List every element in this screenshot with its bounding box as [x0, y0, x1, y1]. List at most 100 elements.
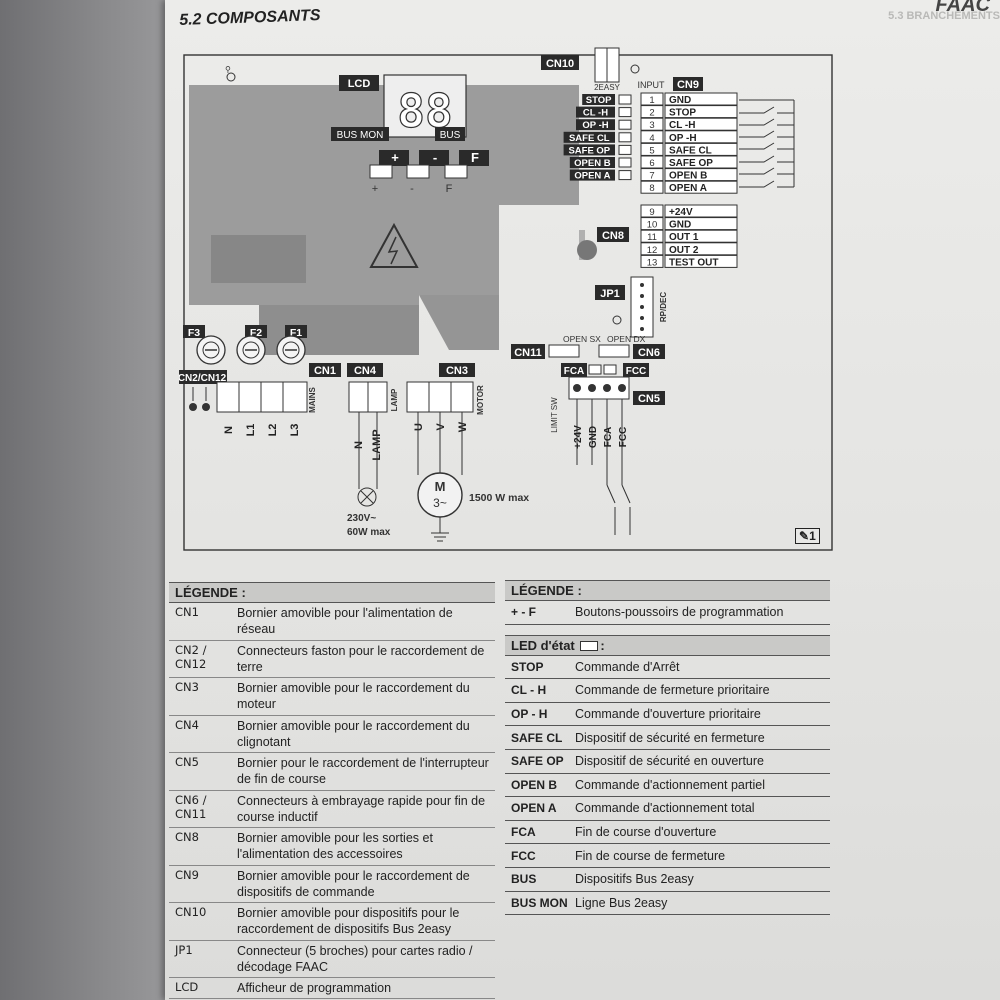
cn9-terminal-number-box: [640, 180, 664, 194]
legend-key: CN3: [175, 680, 199, 694]
fuse-label: F3: [188, 327, 200, 339]
jp1-label-box: [595, 285, 625, 300]
cn9-terminal-number: 4: [649, 133, 654, 144]
led-label-box: [563, 144, 615, 156]
fcc-label: FCC: [626, 366, 647, 377]
bus-mon-label: BUS MON: [337, 130, 384, 141]
cn8-label-box: [597, 227, 629, 242]
lamp-label: LAMP: [390, 388, 399, 411]
led-label-box: [576, 106, 615, 118]
led-legend-key: BUS MON: [511, 895, 568, 910]
led-label: OP -H: [582, 120, 608, 131]
cn8-terminal-number-box: [640, 242, 664, 256]
lamp-power: 60W max: [347, 527, 391, 538]
cn8-terminal-number-box: [640, 217, 664, 231]
cn4-label: CN4: [354, 365, 377, 377]
led-label: OPEN B: [574, 158, 611, 169]
led-legend-value: Commande de fermeture prioritaire: [575, 683, 770, 698]
cn9-terminal-label: OPEN B: [669, 171, 707, 182]
legend-value: Bornier amovible pour dispositifs pour l…: [237, 906, 460, 937]
legend-key: CN9: [175, 867, 199, 882]
legend-key: JP1: [175, 942, 193, 957]
legend-key: CN10: [175, 905, 207, 919]
legend-key: CN6 / CN11: [175, 792, 207, 821]
legend-key: CN8: [175, 830, 199, 844]
led-icon: [580, 641, 599, 652]
fuse-label-box: [183, 325, 205, 338]
lcd-display: [383, 74, 467, 138]
legend-key: CN4: [175, 717, 199, 732]
cn9-terminal-label: STOP: [669, 108, 696, 119]
cn9-terminal-number-box: [640, 168, 664, 182]
section-title: 5.2 COMPOSANTS: [179, 7, 321, 29]
cn9-label: CN9: [677, 79, 699, 91]
cn9-terminal-label: CL -H: [669, 120, 695, 131]
cn8-terminal-number-box: [640, 229, 664, 243]
cn9-terminal: [664, 142, 738, 156]
module-knob: [577, 240, 597, 260]
limit-terminal-label: FCC: [618, 427, 629, 448]
mains-label: MAINS: [308, 386, 317, 412]
cn9-terminal-label: SAFE OP: [669, 158, 713, 169]
cn8-label: CN8: [602, 230, 624, 242]
jp1-label: JP1: [600, 288, 620, 300]
cn5-label-box: [633, 391, 665, 405]
button-f-label: F: [471, 150, 479, 165]
cn6-connector: [598, 344, 630, 358]
cn9-terminal-number-box: [640, 92, 664, 106]
cn9-terminal-number: 7: [649, 171, 654, 182]
legend-value: Afficheur de programmation: [237, 981, 392, 995]
bus-label: BUS: [440, 130, 461, 141]
button-f: [459, 150, 489, 166]
status-led: [618, 107, 632, 118]
fuse-label-box: [245, 325, 267, 338]
motor-label: MOTOR: [476, 385, 485, 415]
cn9-terminal-number: 6: [649, 158, 654, 169]
terminal-label: U: [413, 423, 425, 431]
cn3-label-box: [439, 363, 475, 377]
led-label-box: [569, 157, 615, 168]
limit-sw-label: LIMIT SW: [550, 397, 559, 433]
fcc-label-box: [623, 363, 649, 377]
led-legend-key: OPEN B: [511, 777, 558, 792]
led-legend-value: Fin de course de fermeture: [575, 848, 726, 863]
led-minus: [406, 164, 430, 179]
cn8-terminal-label: GND: [669, 220, 691, 231]
led-legend-value: Commande d'actionnement total: [575, 801, 755, 816]
terminal-label: L3: [289, 424, 301, 437]
manual-page: 5.3 BRANCHEMENTS FAAC 5.2 COMPOSANTS ⚲ L…: [165, 0, 1000, 1000]
cn9-terminal-label: OP -H: [669, 133, 697, 144]
cn8-terminal: [664, 254, 738, 268]
led-legend-key: OPEN A: [511, 801, 557, 816]
motor-symbol-phase: 3~: [433, 496, 447, 510]
legend-leds: LÉGENDE : + - F Boutons-poussoirs de pro…: [505, 580, 830, 916]
fca-label-box: [561, 363, 587, 377]
plus-caption: +: [372, 183, 378, 195]
cn8-terminal-number-box: [640, 254, 664, 268]
screw-icon: [612, 315, 622, 325]
minus-caption: -: [410, 183, 414, 195]
svg-text:⚲: ⚲: [225, 65, 231, 74]
led-legend-value: Dispositifs Bus 2easy: [575, 872, 694, 887]
legend-buttons-key: + - F: [511, 605, 537, 620]
legend-row: CN10 Bornier amovible pour dispositifs po…: [169, 903, 495, 941]
board-diagram: ⚲ LCD 88 BUS MON BUS + + - - F F CN10: [179, 47, 833, 551]
button-plus-label: +: [391, 150, 399, 165]
fuse-label-box: [285, 325, 307, 338]
led-f: [444, 164, 468, 179]
status-led: [618, 119, 632, 130]
lamp-icon: [357, 487, 377, 507]
cn9-terminal-number-box: [640, 142, 664, 156]
legend-buttons-row: + - F Boutons-poussoirs de programmation: [505, 601, 830, 625]
